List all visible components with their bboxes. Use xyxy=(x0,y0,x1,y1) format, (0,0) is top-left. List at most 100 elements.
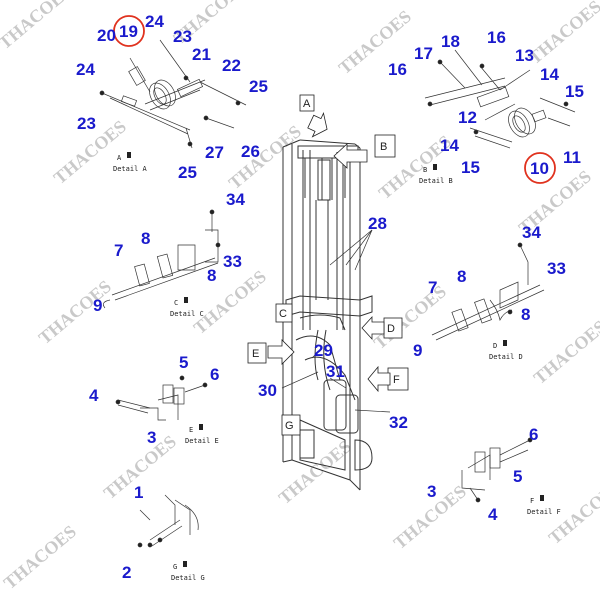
callout-28: 28 xyxy=(368,214,387,233)
callout-6: 6 xyxy=(529,425,538,444)
callout-5: 5 xyxy=(179,353,188,372)
callout-25: 25 xyxy=(178,163,197,182)
callout-30: 30 xyxy=(258,381,277,400)
view-pointer-b: B xyxy=(333,134,396,169)
callout-26: 26 xyxy=(241,142,260,161)
callout-34: 34 xyxy=(522,223,541,242)
detail-f-marker: F xyxy=(530,497,534,505)
callout-15: 15 xyxy=(565,82,584,101)
callout-3: 3 xyxy=(147,428,156,447)
detail-g: G Detail G 1 2 xyxy=(122,483,205,582)
svg-text:F: F xyxy=(393,374,400,386)
callout-19-highlight-ring xyxy=(113,15,145,47)
watermark: THACOES xyxy=(225,121,305,193)
callout-32: 32 xyxy=(389,413,408,432)
callout-33: 33 xyxy=(223,252,242,271)
mast-drawing xyxy=(282,139,373,491)
svg-text:C: C xyxy=(279,308,287,320)
detail-b-marker: B xyxy=(423,166,427,174)
view-pointer-f: F xyxy=(367,365,409,393)
callout-24: 24 xyxy=(76,60,95,79)
callout-27: 27 xyxy=(205,143,224,162)
view-pointer-d: D xyxy=(361,315,403,341)
detail-d-drawing xyxy=(431,242,545,341)
main-leader-lines xyxy=(281,229,391,413)
callout-23: 23 xyxy=(77,114,96,133)
watermark: THACOES xyxy=(35,276,115,348)
detail-a-marker: A xyxy=(117,154,122,162)
detail-g-caption: Detail G xyxy=(171,574,205,582)
svg-text:G: G xyxy=(285,420,294,432)
detail-c-caption: Detail C xyxy=(170,310,204,318)
callout-9: 9 xyxy=(93,296,102,315)
svg-text:E: E xyxy=(252,348,259,360)
callout-1: 1 xyxy=(134,483,143,502)
callout-23: 23 xyxy=(173,27,192,46)
callout-31: 31 xyxy=(326,362,345,381)
callout-10-highlight-ring xyxy=(524,152,556,184)
callout-8: 8 xyxy=(207,266,216,285)
callout-8: 8 xyxy=(141,229,150,248)
callout-12: 12 xyxy=(458,108,477,127)
detail-e-marker: E xyxy=(189,426,193,434)
detail-d-caption: Detail D xyxy=(489,353,523,361)
callout-15: 15 xyxy=(461,158,480,177)
callout-6: 6 xyxy=(210,365,219,384)
watermark: THACOES xyxy=(370,281,450,353)
detail-g-marker: G xyxy=(173,563,177,571)
detail-a-drawing xyxy=(99,39,247,149)
watermark: THACOES xyxy=(0,0,75,53)
watermark: THACOES xyxy=(190,266,270,338)
svg-text:D: D xyxy=(387,323,395,335)
callout-8: 8 xyxy=(521,305,530,324)
detail-d-marker: D xyxy=(493,342,497,350)
callout-5: 5 xyxy=(513,467,522,486)
callout-29: 29 xyxy=(314,341,333,360)
detail-d: D Detail D 34 33 7 8 8 9 xyxy=(413,223,566,361)
detail-f-drawing xyxy=(461,437,533,503)
callout-8: 8 xyxy=(457,267,466,286)
callout-2: 2 xyxy=(122,563,131,582)
view-pointer-g: G xyxy=(281,414,301,436)
mast-assembly: A B C D E F G xyxy=(247,94,409,491)
detail-d-marker-icon xyxy=(503,340,507,346)
callout-7: 7 xyxy=(114,241,123,260)
callout-9: 9 xyxy=(413,341,422,360)
callout-7: 7 xyxy=(428,278,437,297)
watermark: THACOES xyxy=(525,0,600,68)
callout-34: 34 xyxy=(226,190,245,209)
watermark: THACOES xyxy=(0,521,80,593)
svg-text:A: A xyxy=(303,98,311,110)
detail-b-marker-icon xyxy=(433,164,437,170)
callout-10: 10 xyxy=(530,159,549,178)
detail-f-marker-icon xyxy=(540,495,544,501)
detail-f: F Detail F 6 5 3 4 xyxy=(427,425,561,524)
callout-3: 3 xyxy=(427,482,436,501)
callout-13: 13 xyxy=(515,46,534,65)
callout-14: 14 xyxy=(440,136,459,155)
callout-16: 16 xyxy=(388,60,407,79)
callout-24: 24 xyxy=(145,12,164,31)
detail-a-caption: Detail A xyxy=(113,165,148,173)
callout-20: 20 xyxy=(97,26,116,45)
callout-16: 16 xyxy=(487,28,506,47)
view-pointer-e: E xyxy=(247,339,295,365)
detail-a-marker-icon xyxy=(127,152,131,158)
callout-18: 18 xyxy=(441,32,460,51)
view-pointer-a: A xyxy=(299,94,328,138)
detail-c-marker: C xyxy=(174,299,178,307)
svg-text:B: B xyxy=(380,141,387,153)
detail-b-drawing xyxy=(424,49,576,149)
detail-g-drawing xyxy=(137,494,199,548)
detail-c-drawing xyxy=(103,209,221,309)
detail-g-marker-icon xyxy=(183,561,187,567)
callout-19: 19 xyxy=(119,22,138,41)
callout-14: 14 xyxy=(540,65,559,84)
detail-e-caption: Detail E xyxy=(185,437,219,445)
callout-33: 33 xyxy=(547,259,566,278)
callout-22: 22 xyxy=(222,56,241,75)
callout-25: 25 xyxy=(249,77,268,96)
detail-f-caption: Detail F xyxy=(527,508,561,516)
